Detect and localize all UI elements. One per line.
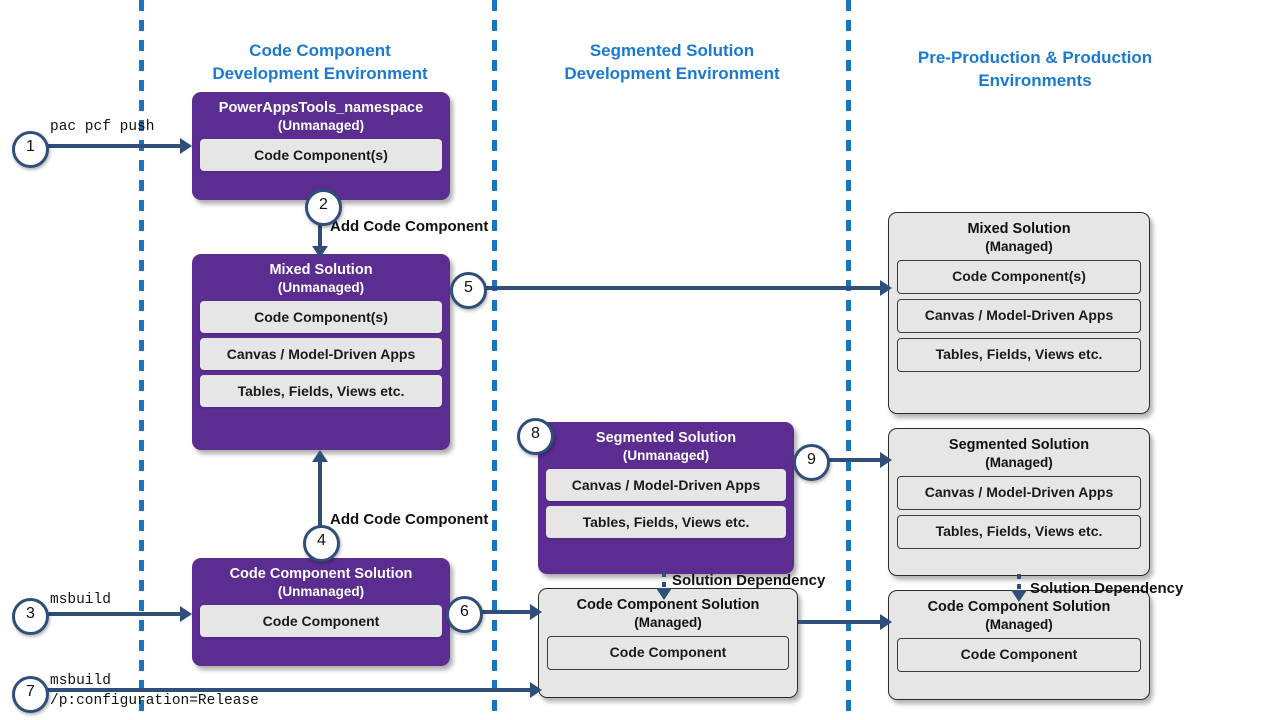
box-item[interactable]: Canvas / Model-Driven Apps	[897, 476, 1141, 510]
box-segmented-solution-unmanaged[interactable]: Segmented Solution (Unmanaged) Canvas / …	[538, 422, 794, 574]
box-title: Mixed Solution (Managed)	[889, 213, 1149, 255]
column-title-line2: Development Environment	[212, 64, 428, 83]
step-marker-9[interactable]: 9	[793, 444, 830, 481]
arrow-line-step1	[44, 144, 184, 148]
box-segmented-solution-managed[interactable]: Segmented Solution (Managed) Canvas / Mo…	[888, 428, 1150, 576]
box-item[interactable]: Code Component	[200, 605, 442, 637]
column-title-preprod-production: Pre-Production & Production Environments	[885, 46, 1185, 92]
step-marker-1[interactable]: 1	[12, 131, 49, 168]
box-title: Segmented Solution (Unmanaged)	[538, 422, 794, 464]
box-item[interactable]: Code Component(s)	[200, 139, 442, 171]
box-item[interactable]: Canvas / Model-Driven Apps	[200, 338, 442, 370]
arrow-head-step7	[530, 682, 542, 698]
label-msbuild-release-line1: msbuild	[50, 673, 111, 689]
box-item[interactable]: Tables, Fields, Views etc.	[897, 515, 1141, 549]
column-title-code-component: Code Component Development Environment	[170, 39, 470, 85]
arrow-head-step6	[530, 604, 542, 620]
box-subtitle-text: (Unmanaged)	[277, 280, 365, 295]
box-title-text: Code Component Solution	[927, 599, 1111, 615]
box-mixed-solution-unmanaged[interactable]: Mixed Solution (Unmanaged) Code Componen…	[192, 254, 450, 450]
box-item[interactable]: Code Component	[897, 638, 1141, 672]
box-title: Segmented Solution (Managed)	[889, 429, 1149, 471]
box-item[interactable]: Tables, Fields, Views etc.	[897, 338, 1141, 372]
box-code-component-solution-managed-middle[interactable]: Code Component Solution (Managed) Code C…	[538, 588, 798, 698]
arrow-head-step3	[180, 606, 192, 622]
label-msbuild: msbuild	[50, 592, 111, 608]
label-solution-dependency-middle: Solution Dependency	[672, 572, 826, 589]
label-msbuild-release-line2: /p:configuration=Release	[50, 693, 259, 709]
box-title-text: Mixed Solution	[269, 262, 373, 278]
box-title: PowerAppsTools_namespace (Unmanaged)	[192, 92, 450, 134]
divider-middle	[492, 0, 497, 720]
box-title-text: Segmented Solution	[948, 437, 1090, 453]
step-marker-2[interactable]: 2	[305, 189, 342, 226]
arrow-head-ccs-managed-transfer	[880, 614, 892, 630]
box-item[interactable]: Canvas / Model-Driven Apps	[897, 299, 1141, 333]
dependency-arrow-right	[1011, 590, 1027, 602]
box-subtitle-text: (Unmanaged)	[277, 118, 365, 133]
divider-left	[139, 0, 144, 720]
divider-right	[846, 0, 851, 720]
box-title-text: PowerAppsTools_namespace	[218, 100, 424, 116]
box-powerappstools-namespace[interactable]: PowerAppsTools_namespace (Unmanaged) Cod…	[192, 92, 450, 200]
dependency-arrow-middle	[656, 588, 672, 600]
box-title-text: Mixed Solution	[967, 221, 1071, 237]
box-title: Code Component Solution (Managed)	[889, 591, 1149, 633]
step-marker-6[interactable]: 6	[446, 596, 483, 633]
box-title-text: Code Component Solution	[576, 597, 760, 613]
step-marker-7[interactable]: 7	[12, 676, 49, 713]
label-pac-pcf-push: pac pcf push	[50, 119, 155, 135]
column-title-line1: Segmented Solution	[589, 41, 755, 60]
box-code-component-solution-unmanaged[interactable]: Code Component Solution (Unmanaged) Code…	[192, 558, 450, 666]
box-title: Code Component Solution (Managed)	[539, 589, 797, 631]
step-marker-8[interactable]: 8	[517, 418, 554, 455]
label-add-code-component-top: Add Code Component	[330, 218, 489, 235]
arrow-head-step5	[880, 280, 892, 296]
column-title-line1: Code Component	[249, 41, 391, 60]
box-subtitle-text: (Managed)	[634, 615, 702, 630]
box-title-text: Segmented Solution	[595, 430, 737, 446]
box-subtitle-text: (Managed)	[985, 617, 1053, 632]
box-subtitle-text: (Managed)	[985, 455, 1053, 470]
arrow-line-ccs-managed-transfer	[798, 620, 884, 624]
arrow-line-step4	[318, 460, 322, 560]
box-item[interactable]: Tables, Fields, Views etc.	[546, 506, 786, 538]
arrow-head-step9	[880, 452, 892, 468]
box-code-component-solution-managed-right[interactable]: Code Component Solution (Managed) Code C…	[888, 590, 1150, 700]
arrow-head-step4	[312, 450, 328, 462]
box-title: Mixed Solution (Unmanaged)	[192, 254, 450, 296]
column-title-line1: Pre-Production & Production	[917, 48, 1153, 67]
step-marker-4[interactable]: 4	[303, 525, 340, 562]
column-title-segmented-solution: Segmented Solution Development Environme…	[522, 39, 822, 85]
arrow-line-step9	[816, 458, 884, 462]
box-item[interactable]: Code Component	[547, 636, 789, 670]
dependency-line-middle	[662, 572, 666, 596]
box-subtitle-text: (Unmanaged)	[277, 584, 365, 599]
column-title-line2: Environments	[978, 71, 1092, 90]
step-marker-5[interactable]: 5	[450, 272, 487, 309]
arrow-line-step6	[472, 610, 534, 614]
arrow-head-step2	[312, 246, 328, 258]
label-solution-dependency-right: Solution Dependency	[1030, 580, 1184, 597]
arrow-line-step3	[44, 612, 184, 616]
step-marker-3[interactable]: 3	[12, 598, 49, 635]
box-item[interactable]: Code Component(s)	[897, 260, 1141, 294]
box-item[interactable]: Canvas / Model-Driven Apps	[546, 469, 786, 501]
arrow-head-step1	[180, 138, 192, 154]
box-subtitle-text: (Unmanaged)	[622, 448, 710, 463]
box-mixed-solution-managed[interactable]: Mixed Solution (Managed) Code Component(…	[888, 212, 1150, 414]
box-title-text: Code Component Solution	[229, 566, 413, 582]
arrow-line-step5	[472, 286, 884, 290]
box-item[interactable]: Code Component(s)	[200, 301, 442, 333]
label-add-code-component-bottom: Add Code Component	[330, 511, 489, 528]
dependency-line-right	[1017, 574, 1021, 598]
column-title-line2: Development Environment	[564, 64, 780, 83]
box-title: Code Component Solution (Unmanaged)	[192, 558, 450, 600]
box-item[interactable]: Tables, Fields, Views etc.	[200, 375, 442, 407]
box-subtitle-text: (Managed)	[985, 239, 1053, 254]
arrow-line-step7	[44, 688, 536, 692]
